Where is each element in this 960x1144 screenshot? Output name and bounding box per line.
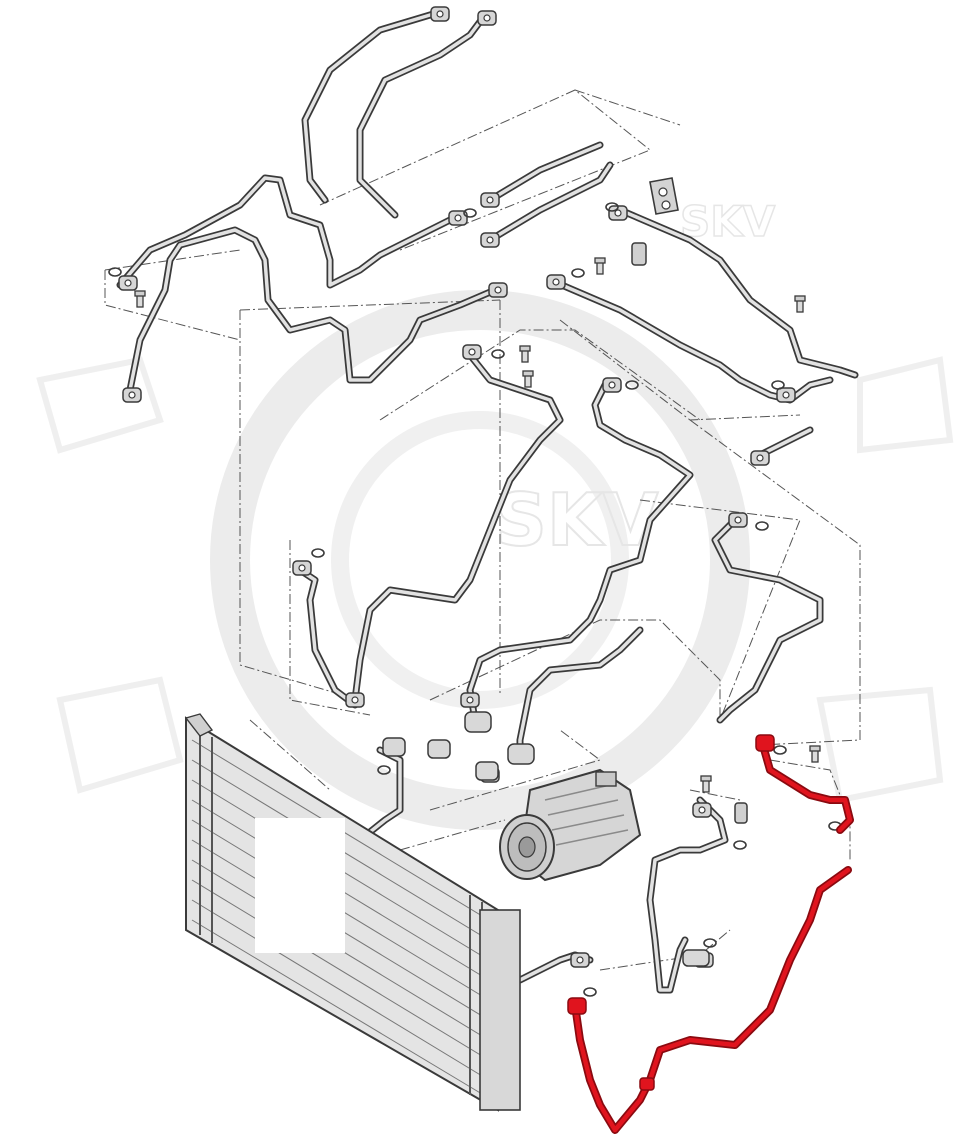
watermark-brand-center: SKV (495, 478, 659, 562)
highlighted-line (567, 734, 854, 1134)
condenser (184, 713, 521, 1112)
watermark: SKV SKV (36, 196, 954, 830)
leader-lines (104, 89, 861, 971)
white-block (255, 818, 345, 953)
line-couplings (382, 711, 710, 967)
expansion-valve-icon (649, 177, 679, 215)
compressor (499, 768, 642, 882)
watermark-brand-top: SKV (680, 197, 776, 246)
pressure-switch-icon (631, 242, 748, 824)
pipes-fill (118, 10, 857, 992)
